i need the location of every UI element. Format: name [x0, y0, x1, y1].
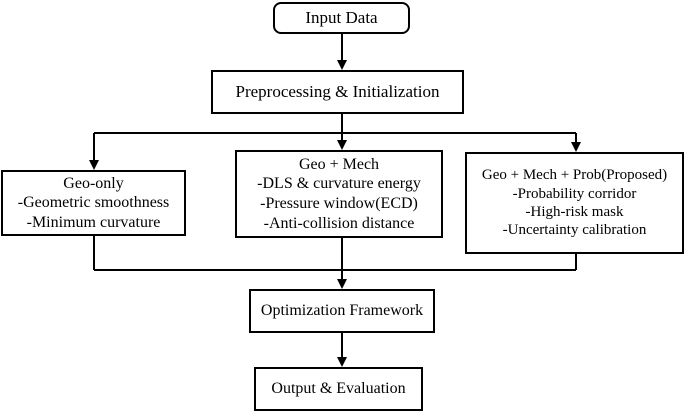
geo-mech-prob-item: -High-risk mask: [525, 204, 624, 220]
geo-mech-title: Geo + Mech: [298, 155, 380, 173]
geo-mech-prob-title: Geo + Mech + Prob(Proposed): [481, 167, 668, 184]
output-box: Output & Evaluation: [254, 367, 423, 411]
geo-mech-prob-box: Geo + Mech + Prob(Proposed) -Probability…: [465, 152, 684, 254]
input-data-box: Input Data: [273, 2, 410, 34]
input-data-label: Input Data: [305, 7, 378, 27]
geo-only-item: -Geometric smoothness: [17, 194, 170, 212]
geo-mech-prob-item: -Probability corridor: [512, 185, 637, 202]
output-label: Output & Evaluation: [271, 380, 406, 398]
geo-only-box: Geo-only -Geometric smoothness -Minimum …: [1, 170, 186, 236]
optimization-label: Optimization Framework: [260, 302, 424, 320]
optimization-box: Optimization Framework: [249, 289, 435, 333]
preprocessing-label: Preprocessing & Initialization: [235, 81, 440, 101]
geo-mech-item: -Anti-collision distance: [263, 214, 415, 232]
geo-mech-box: Geo + Mech -DLS & curvature energy -Pres…: [235, 150, 443, 238]
geo-mech-item: -Pressure window(ECD): [260, 195, 418, 212]
geo-mech-prob-item: -Uncertainty calibration: [502, 222, 647, 239]
geo-mech-item: -DLS & curvature energy: [257, 175, 421, 193]
preprocessing-box: Preprocessing & Initialization: [211, 70, 464, 114]
geo-only-item: -Minimum curvature: [26, 213, 161, 231]
geo-only-title: Geo-only: [63, 174, 124, 192]
